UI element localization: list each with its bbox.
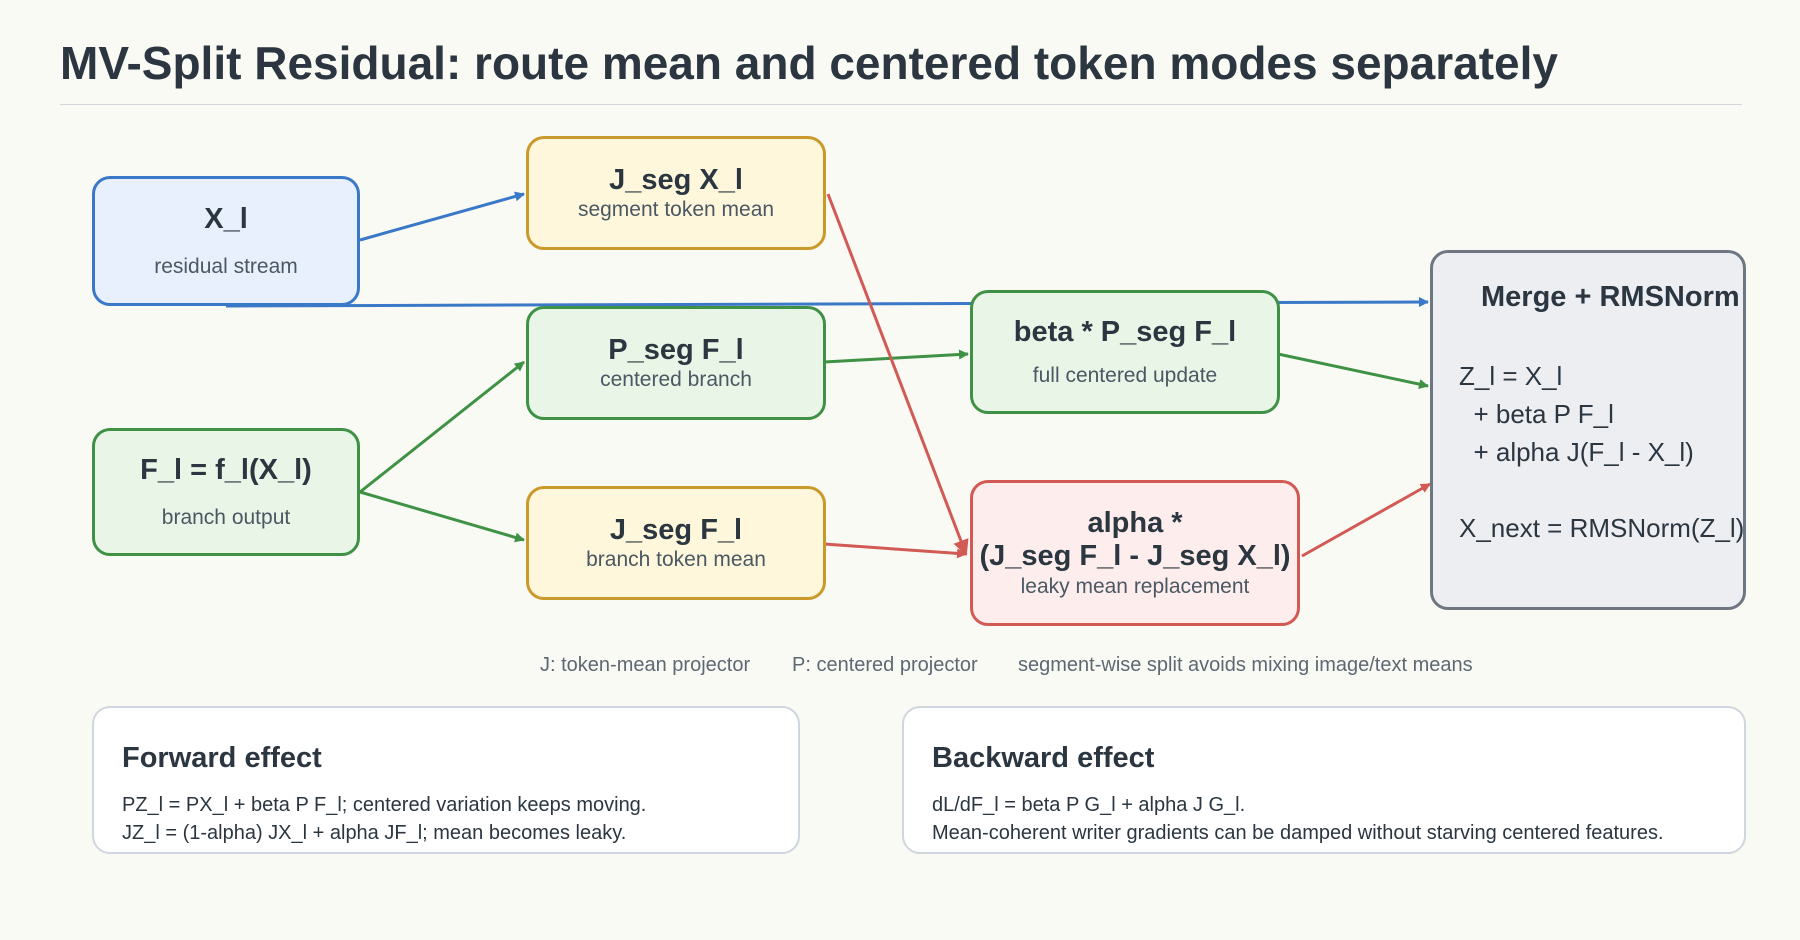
card-line: dL/dF_l = beta P G_l + alpha J G_l. — [932, 794, 1246, 816]
card-line: JZ_l = (1-alpha) JX_l + alpha JF_l; mean… — [122, 822, 627, 844]
node-branch-token-mean: J_seg F_l branch token mean — [526, 486, 826, 600]
node-subtitle: full centered update — [1032, 364, 1218, 388]
edge-beta-to-merge — [1277, 352, 1429, 390]
card-heading: Backward effect — [932, 742, 1155, 774]
node-segment-token-mean: J_seg X_l segment token mean — [526, 136, 826, 250]
edge-fl-to-psegf — [359, 360, 525, 494]
node-merge-rmsnorm: Merge + RMSNorm Z_l = X_l + beta P F_l +… — [1430, 250, 1746, 610]
node-subtitle: branch output — [161, 506, 291, 530]
node-subtitle: segment token mean — [577, 198, 775, 222]
edge-alpha-to-merge — [1301, 482, 1431, 558]
page-title: MV-Split Residual: route mean and center… — [60, 37, 1558, 89]
node-title: F_l = f_l(X_l) — [140, 453, 312, 486]
card-line: Mean-coherent writer gradients can be da… — [932, 822, 1664, 844]
edge-jsegx-to-alpha — [826, 193, 969, 556]
node-title: X_l — [204, 202, 248, 235]
title-divider — [60, 104, 1742, 105]
node-title: Merge + RMSNorm — [1481, 281, 1740, 313]
node-residual-stream: X_l residual stream — [92, 176, 360, 306]
node-subtitle: branch token mean — [586, 548, 766, 572]
node-title: beta * P_seg F_l — [1013, 315, 1237, 348]
node-subtitle: residual stream — [154, 255, 298, 279]
node-centered-branch: P_seg F_l centered branch — [526, 306, 826, 420]
forward-effect-card: Forward effect PZ_l = PX_l + beta P F_l;… — [92, 706, 800, 854]
node-subtitle: centered branch — [600, 368, 752, 392]
node-branch-output: F_l = f_l(X_l) branch output — [92, 428, 360, 556]
merge-equations: Z_l = X_l + beta P F_l + alpha J(F_l - X… — [1459, 361, 1745, 543]
backward-effect-card: Backward effect dL/dF_l = beta P G_l + a… — [902, 706, 1746, 854]
node-title-line-1: alpha * — [1087, 507, 1183, 540]
legend-segment-note: segment-wise split avoids mixing image/t… — [1018, 654, 1473, 676]
edge-fl-to-jsegf — [359, 490, 525, 543]
edge-jsegf-to-alpha — [823, 542, 967, 559]
node-title: J_seg X_l — [609, 163, 743, 196]
edge-xl-to-jsegx — [359, 191, 525, 242]
node-title: P_seg F_l — [608, 333, 744, 366]
node-title: J_seg F_l — [609, 513, 743, 546]
node-full-centered-update: beta * P_seg F_l full centered update — [970, 290, 1280, 414]
legend-j-projector: J: token-mean projector — [540, 654, 751, 676]
node-leaky-mean-replacement: alpha * (J_seg F_l - J_seg X_l) leaky me… — [970, 480, 1300, 626]
card-line: PZ_l = PX_l + beta P F_l; centered varia… — [122, 794, 647, 816]
edge-psegf-to-beta — [823, 349, 969, 364]
legend-p-projector: P: centered projector — [792, 654, 978, 676]
node-title-line-2: (J_seg F_l - J_seg X_l) — [979, 540, 1291, 573]
card-heading: Forward effect — [122, 742, 322, 774]
node-subtitle: leaky mean replacement — [1020, 574, 1250, 598]
